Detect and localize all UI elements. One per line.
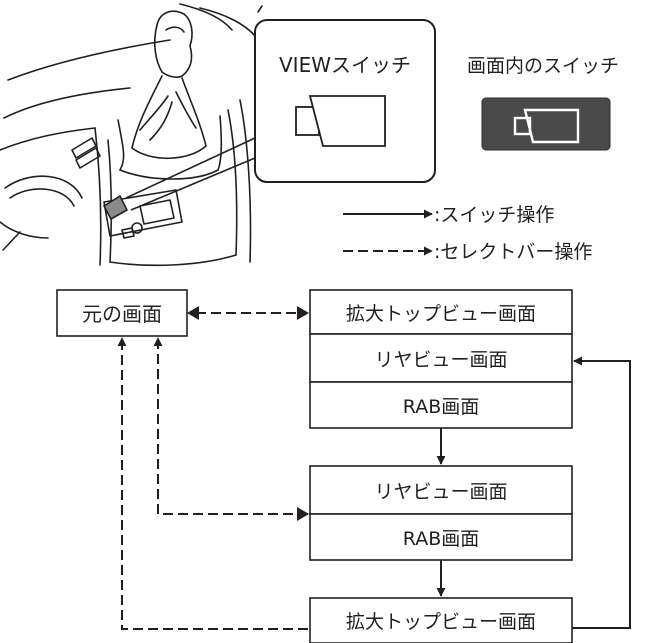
view-switch-title: VIEWスイッチ	[279, 53, 411, 77]
group1-label-1: 拡大トップビュー画面	[346, 303, 536, 325]
group2-label-1: リヤビュー画面	[374, 481, 507, 503]
legend-solid-label: :スイッチ操作	[434, 204, 554, 226]
legend-dashed-label: :セレクトバー操作	[434, 241, 592, 263]
view-switch-location	[102, 194, 129, 221]
select-arrowhead-left	[187, 306, 199, 320]
select-arrow-group3-to-original	[117, 337, 308, 630]
group3-box-1	[309, 597, 573, 643]
group2-box-2	[309, 513, 573, 561]
original-screen-box	[56, 289, 188, 337]
console-illustration	[0, 3, 263, 267]
group3-label-1: 拡大トップビュー画面	[346, 611, 536, 633]
camera-view-icon	[295, 95, 386, 147]
select-arrow-group2-to-original	[153, 337, 308, 515]
select-arrowhead-group2	[297, 507, 309, 521]
group1-box-3	[309, 381, 573, 429]
camera-view-icon	[513, 108, 580, 144]
callout-pointer-bottom	[130, 157, 256, 211]
select-arrowhead-right	[297, 306, 309, 320]
screen-switch-title: 画面内のスイッチ	[467, 55, 619, 77]
callout-pointer-top	[125, 137, 256, 199]
group2-label-2: RAB画面	[403, 528, 479, 550]
group1-label-2: リヤビュー画面	[374, 349, 507, 371]
original-screen-label: 元の画面	[82, 302, 162, 326]
group2-box-1	[309, 465, 573, 515]
switch-arrow-group3-to-group1	[572, 356, 631, 629]
group1-box-2	[309, 333, 573, 383]
group1-label-3: RAB画面	[403, 396, 479, 418]
